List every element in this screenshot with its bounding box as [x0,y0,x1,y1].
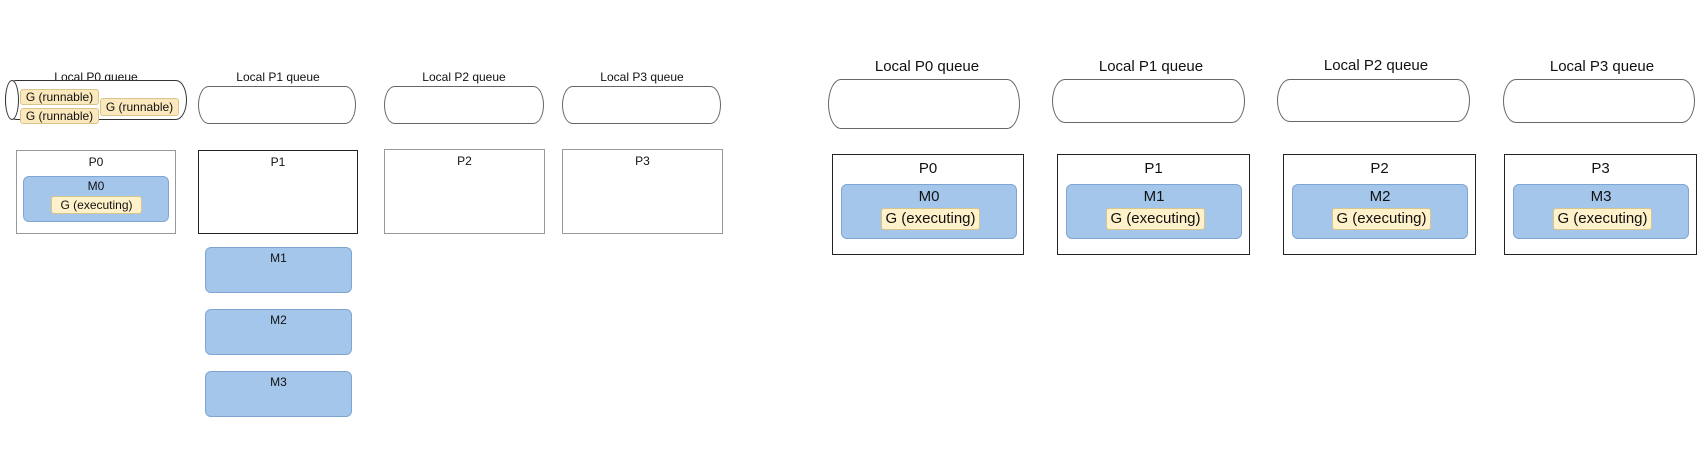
left-idle-m3-label: M3 [270,375,287,389]
left-idle-m2: M2 [205,309,352,355]
left-p0-queue-cap [5,80,19,120]
right-m2-label: M2 [1369,188,1391,205]
left-p0-queue-g2: G (runnable) [20,108,99,124]
right-p0-queue [828,79,1020,129]
left-p3-box: P3 [562,149,723,234]
left-p3-label: P3 [635,154,650,168]
right-m1-g-executing: G (executing) [1106,208,1205,230]
right-p3-queue-label: Local P3 queue [1549,58,1655,75]
right-p2-box: P2 M2 G (executing) [1283,154,1476,255]
right-p3-box: P3 M3 G (executing) [1504,154,1697,255]
left-p1-queue [198,86,356,124]
right-p1-box: P1 M1 G (executing) [1057,154,1250,255]
left-idle-m2-label: M2 [270,313,287,327]
right-m2-box: M2 G (executing) [1292,184,1468,239]
right-m1-label: M1 [1143,188,1165,205]
right-m2-g-executing: G (executing) [1332,208,1431,230]
left-p3-queue-label: Local P3 queue [600,70,684,84]
left-m0-g-executing: G (executing) [51,196,142,214]
left-p2-label: P2 [457,154,472,168]
right-p1-queue [1052,79,1245,123]
left-p0-box: P0 M0 G (executing) [16,150,176,234]
right-p1-queue-label: Local P1 queue [1098,58,1204,75]
left-p0-queue-g3: G (runnable) [100,98,179,116]
left-p1-queue-label: Local P1 queue [236,70,320,84]
right-p2-queue-label: Local P2 queue [1323,57,1429,74]
left-m0-label: M0 [87,179,105,193]
right-m1-box: M1 G (executing) [1066,184,1242,239]
right-p2-label: P2 [1370,160,1389,177]
right-m0-box: M0 G (executing) [841,184,1017,239]
right-m3-box: M3 G (executing) [1513,184,1689,239]
left-p2-queue-label: Local P2 queue [422,70,506,84]
left-p2-box: P2 [384,149,545,234]
right-p0-box: P0 M0 G (executing) [832,154,1024,255]
left-p2-queue [384,86,544,124]
right-m3-g-executing: G (executing) [1553,208,1652,230]
left-idle-m3: M3 [205,371,352,417]
left-p1-label: P1 [270,155,286,169]
right-p3-queue [1503,79,1695,123]
left-p0-queue-g1: G (runnable) [20,89,99,105]
right-m3-label: M3 [1590,188,1612,205]
left-idle-m1: M1 [205,247,352,293]
right-m0-label: M0 [918,188,940,205]
left-m0-box: M0 G (executing) [23,176,169,222]
left-p1-box: P1 [198,150,358,234]
right-p0-queue-label: Local P0 queue [874,58,980,75]
right-p1-label: P1 [1144,160,1163,177]
right-p0-label: P0 [918,160,938,177]
left-idle-m1-label: M1 [270,251,287,265]
left-p0-label: P0 [88,155,104,169]
right-p3-label: P3 [1591,160,1610,177]
right-m0-g-executing: G (executing) [881,208,980,230]
left-p3-queue [562,86,721,124]
right-p2-queue [1277,79,1470,122]
